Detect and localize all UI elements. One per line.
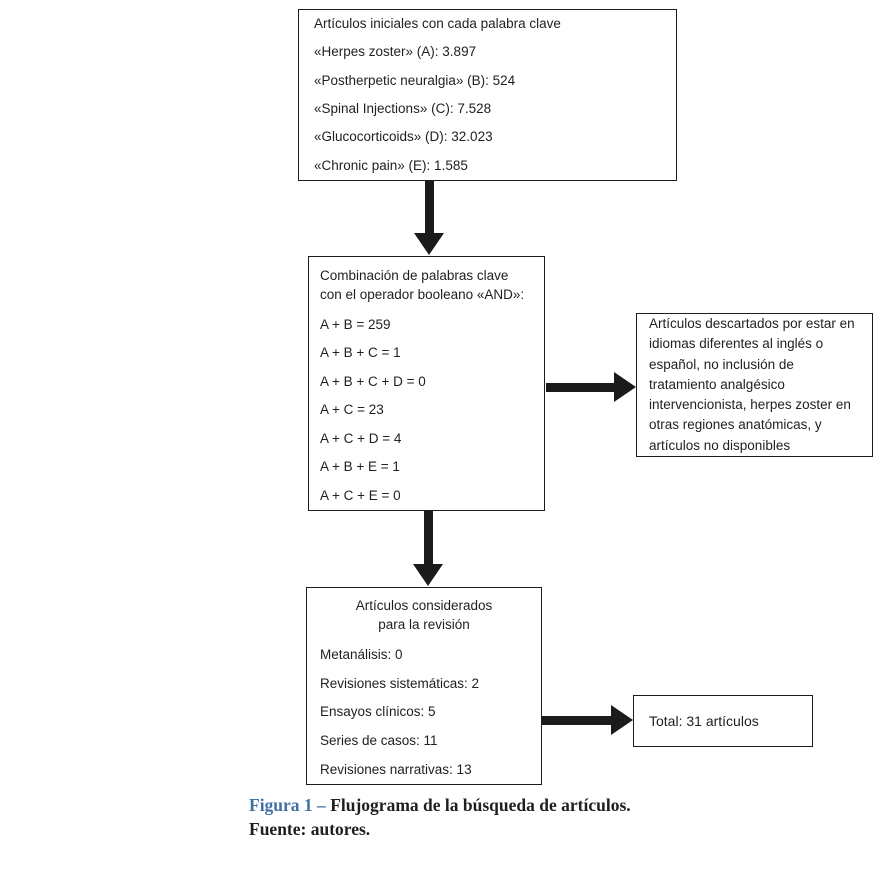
considered-count-line: Revisiones narrativas: 13 xyxy=(320,761,472,777)
arrow-initial-to-combination-head xyxy=(414,233,444,255)
figure-caption-title: Flujograma de la búsqueda de artículos. xyxy=(330,795,631,815)
considered-count-line: Revisiones sistemáticas: 2 xyxy=(320,675,480,691)
arrow-considered-to-total-head xyxy=(611,705,633,735)
discarded-articles-box: Artículos descartados por estar en idiom… xyxy=(636,313,873,457)
combination-line: A + B + C + D = 0 xyxy=(320,373,426,389)
keyword-count-line: «Herpes zoster» (A): 3.897 xyxy=(314,44,477,60)
initial-articles-list: «Herpes zoster» (A): 3.897 «Postherpetic … xyxy=(314,38,661,179)
considered-count-line: Ensayos clínicos: 5 xyxy=(320,704,436,720)
combination-line: A + C = 23 xyxy=(320,402,384,417)
figure-caption-line1: Figura 1 – Flujograma de la búsqueda de … xyxy=(249,794,699,818)
arrow-combination-to-considered-shaft xyxy=(424,511,433,566)
keyword-count-line: «Postherpetic neuralgia» (B): 524 xyxy=(314,72,516,88)
considered-count-line: Series de casos: 11 xyxy=(320,733,438,749)
arrow-considered-to-total-shaft xyxy=(542,716,612,725)
combination-title: Combinación de palabras clave con el ope… xyxy=(320,268,525,302)
figure-caption-label: Figura 1 – xyxy=(249,795,331,815)
arrow-initial-to-combination-shaft xyxy=(425,181,434,235)
keyword-count-line: «Spinal Injections» (C): 7.528 xyxy=(314,101,492,116)
combination-box: Combinación de palabras clave con el ope… xyxy=(308,256,545,511)
considered-articles-list: Metanálisis: 0 Revisiones sistemáticas: 2… xyxy=(320,647,528,778)
combination-list: A + B = 259 A + B + C = 1 A + B + C + D = … xyxy=(320,317,533,504)
keyword-count-line: «Glucocorticoids» (D): 32.023 xyxy=(314,129,493,145)
considered-count-line: Metanálisis: 0 xyxy=(320,646,403,662)
discarded-articles-text: Artículos descartados por estar en idiom… xyxy=(649,315,855,453)
combination-line: A + C + E = 0 xyxy=(320,487,401,503)
considered-articles-box: Artículos considerados para la revisión … xyxy=(306,587,542,785)
figure-caption: Figura 1 – Flujograma de la búsqueda de … xyxy=(249,794,699,841)
arrow-combination-to-discarded-shaft xyxy=(546,383,615,392)
figure-caption-source: Fuente: autores. xyxy=(249,818,371,839)
initial-articles-box: Artículos iniciales con cada palabra cla… xyxy=(298,9,677,181)
initial-articles-title: Artículos iniciales con cada palabra cla… xyxy=(314,16,561,32)
keyword-count-line: «Chronic pain» (E): 1.585 xyxy=(314,157,468,173)
arrow-combination-to-considered-head xyxy=(413,564,443,586)
combination-line: A + B = 259 xyxy=(320,316,391,332)
considered-articles-title: Artículos considerados para la revisión xyxy=(355,598,493,632)
total-box: Total: 31 artículos xyxy=(633,695,813,747)
combination-line: A + B + E = 1 xyxy=(320,459,400,474)
combination-line: A + C + D = 4 xyxy=(320,430,402,446)
arrow-combination-to-discarded-head xyxy=(614,372,636,402)
combination-line: A + B + C = 1 xyxy=(320,345,401,360)
total-text: Total: 31 artículos xyxy=(649,713,759,729)
